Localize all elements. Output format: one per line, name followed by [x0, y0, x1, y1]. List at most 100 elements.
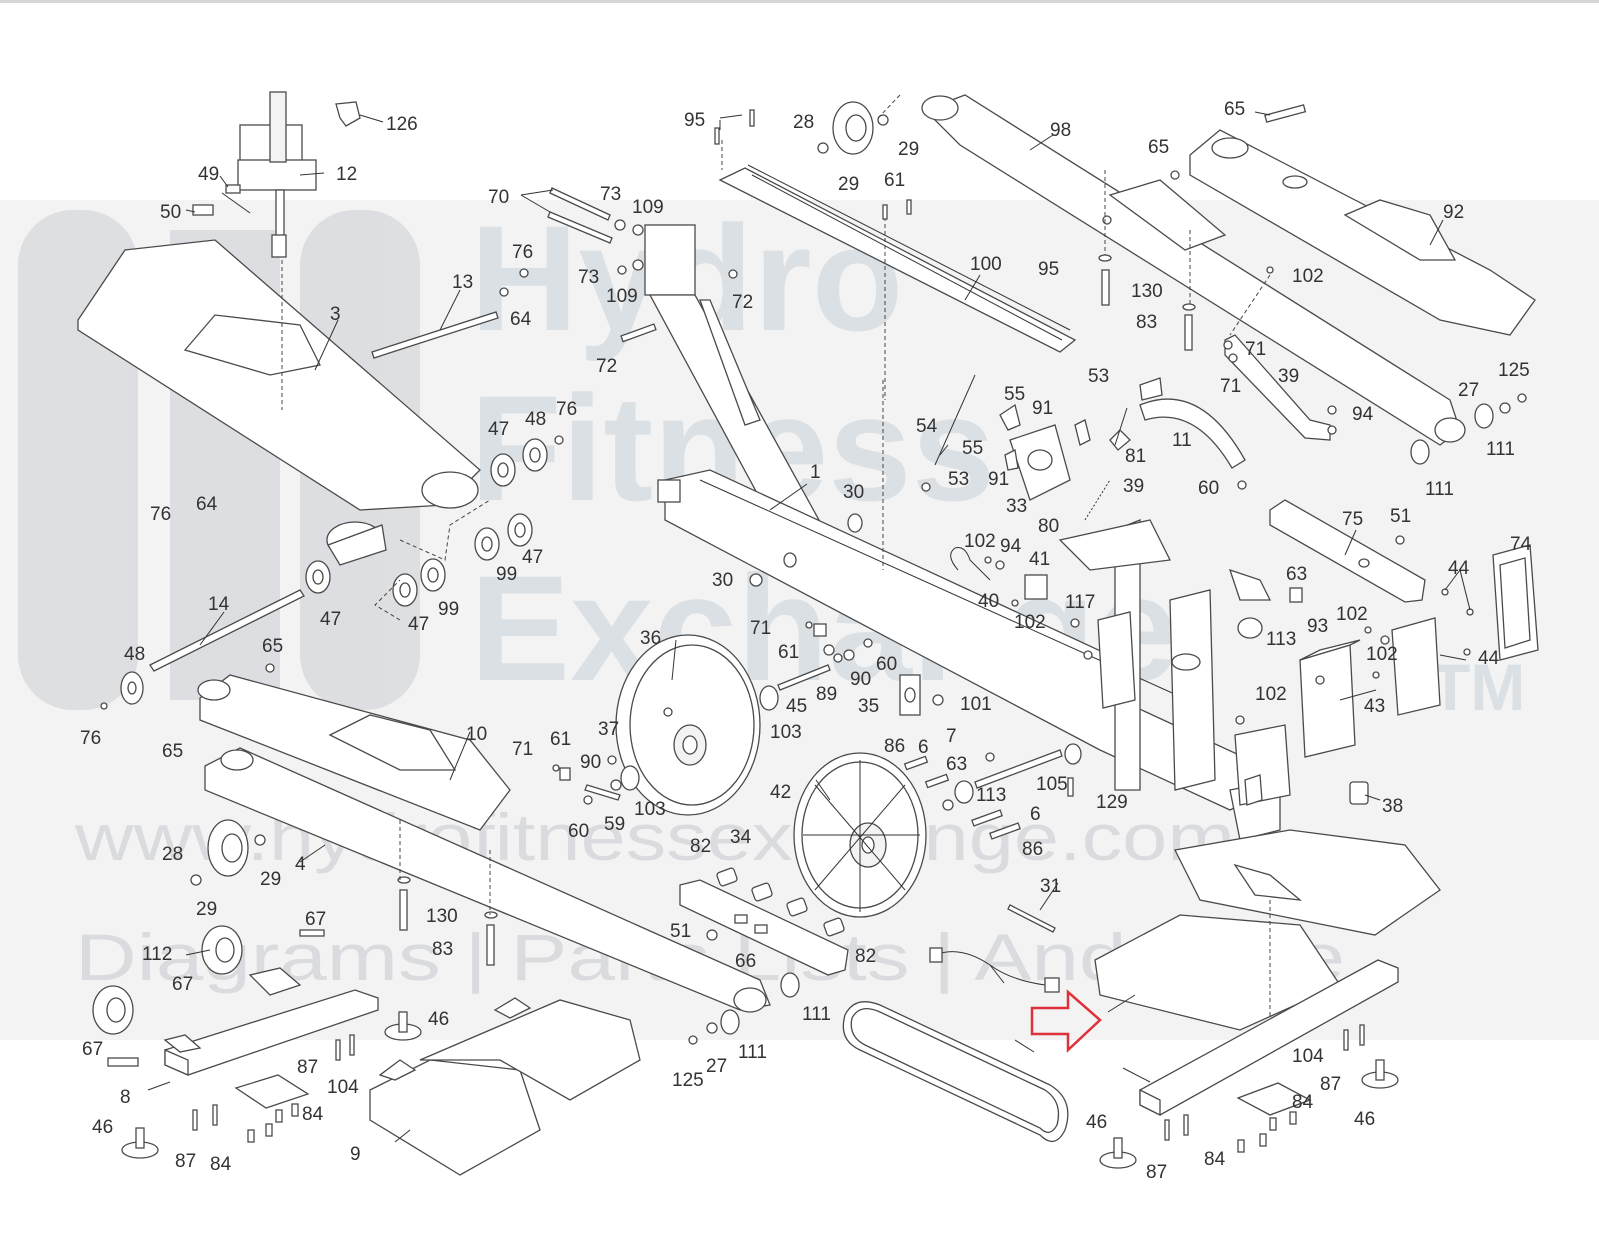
- callout-65-c: 65: [1224, 99, 1245, 120]
- callout-76-b: 76: [556, 399, 577, 420]
- part-47-48-bearings-upper: [490, 435, 564, 487]
- callout-34: 66: [735, 951, 756, 972]
- callout-117: 38: [1382, 796, 1403, 817]
- callout-92-a: 63: [1286, 564, 1307, 585]
- callout-87-a: 87: [297, 1057, 318, 1078]
- callout-61-b: 90: [580, 752, 601, 773]
- callout-63-b: 6: [1030, 804, 1041, 825]
- callout-67-a: 67: [305, 909, 326, 930]
- callout-47-d: 47: [408, 614, 429, 635]
- part-70-bolts: [547, 187, 738, 343]
- part-13-axle: [371, 268, 529, 359]
- part-40-plate: [1391, 617, 1441, 716]
- callout-12: 12: [336, 164, 357, 185]
- callout-87-c: 87: [1320, 1074, 1341, 1095]
- part-32-brake-shoe: [1139, 398, 1246, 469]
- part-39-cover: [1492, 544, 1539, 661]
- callout-28-b: 28: [793, 112, 814, 133]
- part-95-screws-top: [714, 109, 755, 145]
- part-41-controller-box: [1299, 639, 1361, 758]
- callout-78-a: 55: [1004, 384, 1025, 405]
- part-45-idler-bracket: [899, 674, 944, 716]
- highlight-arrow: [1030, 989, 1102, 1053]
- callout-5: 98: [1050, 120, 1071, 141]
- callout-99-b: 99: [438, 599, 459, 620]
- callout-80: 94: [1352, 404, 1374, 425]
- part-87-84-bolts-left: [192, 1034, 355, 1143]
- callout-30-a: 30: [843, 482, 864, 503]
- part-51-66-111-small: [688, 972, 800, 1045]
- callout-29-b: 29: [196, 899, 217, 920]
- callout-47-a: 47: [488, 419, 509, 440]
- callout-90-b: 71: [1220, 376, 1241, 397]
- callout-47-c: 47: [320, 609, 341, 630]
- callout-66-a: 27: [1458, 380, 1479, 401]
- callout-98-b: 102: [1014, 612, 1046, 633]
- callout-70: 70: [488, 187, 509, 208]
- callout-102: 75: [1342, 509, 1363, 530]
- callout-11: 92: [1443, 202, 1464, 223]
- callout-94-a: 44: [1448, 558, 1470, 579]
- part-47-99-bearings-lower: [305, 513, 533, 607]
- callout-104-a: 104: [327, 1077, 359, 1098]
- callout-57: 81: [1125, 446, 1146, 467]
- callout-79-b: 91: [988, 469, 1009, 490]
- callout-44-b: 113: [976, 785, 1006, 806]
- callout-91: 117: [1065, 592, 1095, 613]
- callout-51-a: 111: [1486, 439, 1515, 460]
- part-6-rear-stabilizer: [1139, 959, 1399, 1117]
- callout-50: 50: [160, 202, 181, 223]
- callout-84-d: 84: [1204, 1149, 1226, 1170]
- callout-49: 49: [198, 164, 219, 185]
- callout-65-d: 65: [1148, 137, 1169, 158]
- top-border: [0, 0, 1599, 3]
- callout-98-a: 102: [964, 531, 996, 552]
- part-98-screw: [1235, 671, 1380, 725]
- callout-63-a: 6: [918, 737, 929, 758]
- callout-13: 13: [452, 272, 473, 293]
- callout-93-a: 86: [884, 736, 905, 757]
- callout-62-a: 61: [778, 642, 799, 663]
- callout-29-d: 29: [838, 174, 859, 195]
- part-12-console-unit: [237, 91, 317, 258]
- part-bracket-lower-post: [1234, 724, 1291, 806]
- callout-126: 126: [386, 114, 418, 135]
- callout-90-d: 71: [512, 739, 533, 760]
- callout-48-a: 48: [525, 409, 546, 430]
- part-53-54-55-sensor: [950, 547, 1048, 607]
- callout-88-a: 60: [1198, 478, 1219, 499]
- callout-51-c: 111: [802, 1004, 831, 1025]
- callout-98-d: 102: [1366, 644, 1398, 665]
- callout-62-b: 61: [550, 729, 571, 750]
- callout-33: 39: [1278, 366, 1299, 387]
- callout-112: 112: [142, 944, 172, 965]
- callout-66-b: 27: [706, 1056, 727, 1077]
- part-49-50-bracket: [192, 184, 251, 216]
- part-117-clip: [1349, 781, 1369, 805]
- callout-29-c: 29: [898, 139, 919, 160]
- part-44-92-94-small-right: [1237, 587, 1474, 656]
- callout-111-a: 125: [1498, 360, 1530, 381]
- callout-72-b: 72: [596, 356, 617, 377]
- callout-44-a: 113: [1266, 629, 1296, 650]
- callout-84-c: 84: [1292, 1092, 1314, 1113]
- callout-56: 39: [1123, 476, 1144, 497]
- callout-104-b: 104: [1292, 1046, 1324, 1067]
- callout-9: 9: [350, 1144, 361, 1165]
- callout-98-e: 102: [1255, 684, 1287, 705]
- callout-109-a: 109: [632, 197, 664, 218]
- callout-76-d: 76: [80, 728, 101, 749]
- part-59-shaft: [759, 621, 873, 711]
- callout-76-c: 76: [150, 504, 171, 525]
- callout-88-b: 60: [876, 654, 897, 675]
- callout-67-b: 67: [172, 974, 193, 995]
- callout-111-b: 125: [672, 1070, 704, 1091]
- part-33-linkage: [1223, 266, 1337, 441]
- callout-130-a: 130: [426, 906, 458, 927]
- part-9-front-shroud: [369, 997, 641, 1176]
- callout-100: 80: [1038, 516, 1059, 537]
- part-52-magnet-assembly: [999, 403, 1091, 501]
- callout-92-b: 63: [946, 754, 967, 775]
- part-11-pedal-arm: [1170, 104, 1536, 336]
